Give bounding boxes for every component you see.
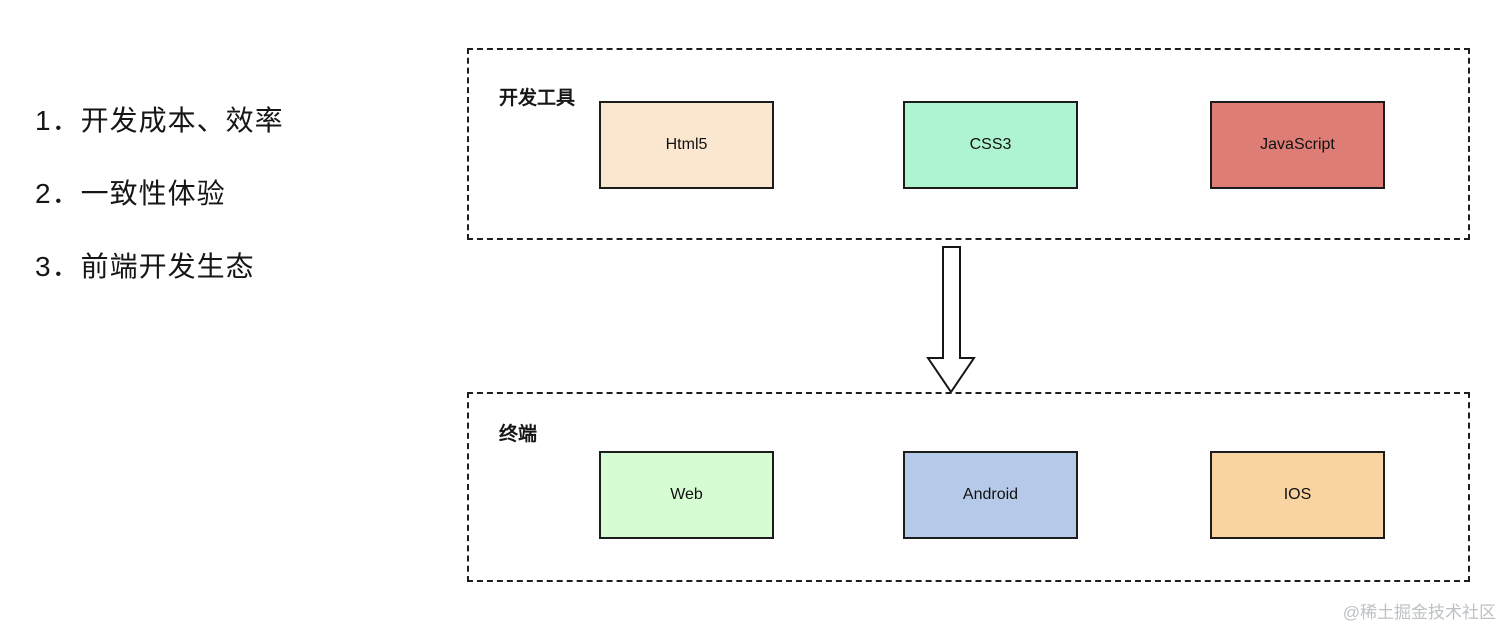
node-html5: Html5 (599, 101, 774, 189)
group-dev-tools: 开发工具 Html5 CSS3 JavaScript (467, 48, 1470, 240)
key-point-2: 2．一致性体验 (35, 178, 226, 209)
group-dev-tools-label: 开发工具 (499, 88, 576, 109)
key-point-3: 3．前端开发生态 (35, 251, 255, 282)
node-javascript: JavaScript (1210, 101, 1385, 189)
node-android: Android (903, 451, 1078, 539)
node-css3: CSS3 (903, 101, 1078, 189)
down-arrow-icon (926, 246, 976, 394)
node-web: Web (599, 451, 774, 539)
group-terminals: 终端 Web Android IOS (467, 392, 1470, 582)
node-ios: IOS (1210, 451, 1385, 539)
group-terminals-label: 终端 (499, 424, 538, 445)
watermark-text: @稀土掘金技术社区 (1342, 603, 1496, 622)
key-point-1: 1．开发成本、效率 (35, 105, 284, 136)
